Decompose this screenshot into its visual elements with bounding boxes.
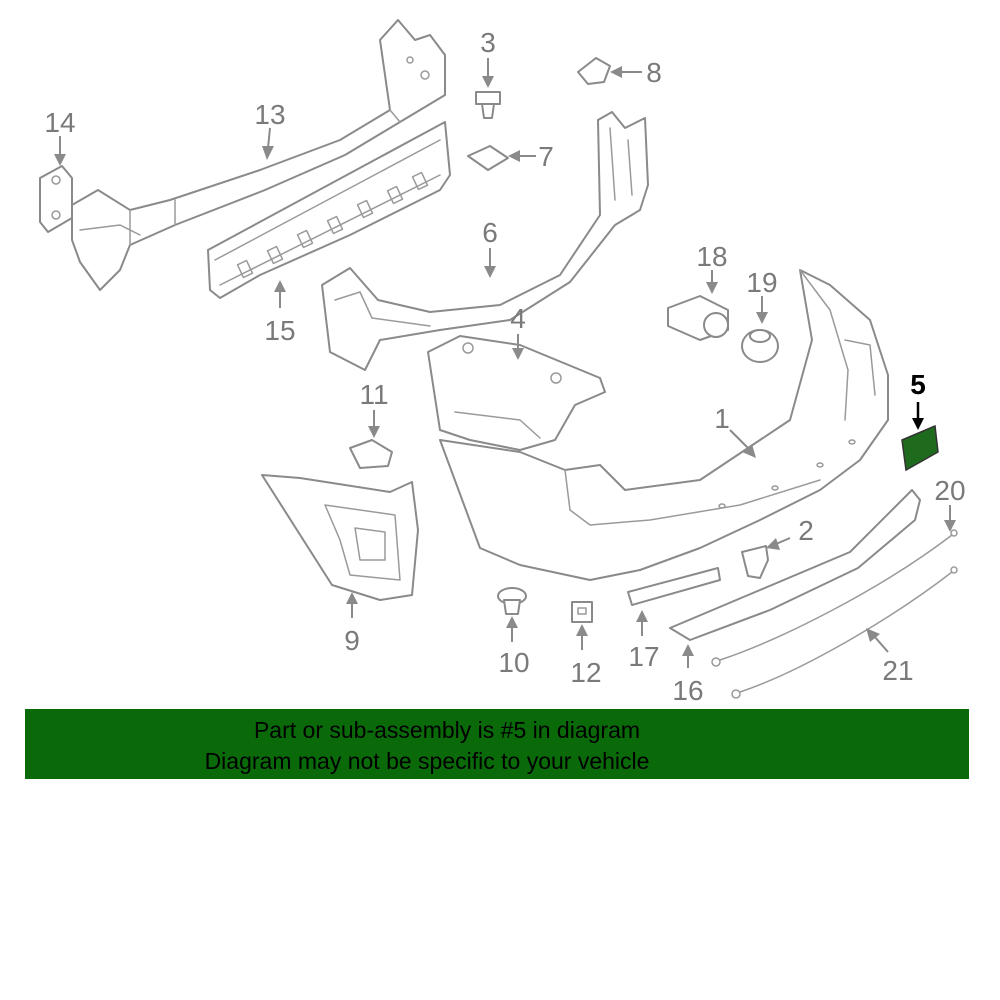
callout-19: 19 (746, 267, 777, 298)
part-18-parking-sensor (667, 295, 729, 341)
part-8-clip (577, 57, 611, 85)
part-16-lower-trim (669, 489, 921, 641)
callout-18: 18 (696, 241, 727, 272)
callout-9: 9 (344, 625, 360, 656)
callout-5-highlighted: 5 (910, 369, 926, 400)
callout-7: 7 (538, 141, 554, 172)
banner-line-disclaimer: Diagram may not be specific to your vehi… (204, 748, 650, 774)
part-14-bracket (39, 165, 73, 233)
banner-line-part-info: Part or sub-assembly is #5 in diagram (253, 717, 641, 743)
callout-13: 13 (254, 99, 285, 130)
callout-8: 8 (646, 57, 662, 88)
part-19-grommet (741, 329, 779, 363)
part-13-reinforcement-beam (71, 19, 446, 291)
part-3-clip (475, 91, 501, 119)
callout-labels: 14 13 3 8 7 6 15 18 19 4 11 1 5 20 2 9 1… (44, 27, 965, 706)
part-15-absorber-panel (207, 121, 451, 299)
part-5-highlighted-part (901, 424, 939, 472)
callout-4: 4 (510, 303, 526, 334)
callout-20: 20 (934, 475, 965, 506)
part-17-reflector (627, 567, 721, 606)
callout-3: 3 (480, 27, 496, 58)
part-4-side-bracket (427, 335, 606, 451)
callout-15: 15 (264, 315, 295, 346)
part-1-bumper-cover (439, 269, 889, 581)
callout-14: 14 (44, 107, 75, 138)
part-11-nut-clip (349, 439, 393, 469)
callout-12: 12 (570, 657, 601, 688)
callout-2: 2 (798, 515, 814, 546)
callout-10: 10 (498, 647, 529, 678)
callout-arrows (54, 58, 956, 668)
part-9-inner-bracket (261, 474, 419, 601)
part-10-bolt (497, 587, 527, 615)
callout-1: 1 (714, 403, 730, 434)
parts-diagram: 14 13 3 8 7 6 15 18 19 4 11 1 5 20 2 9 1… (39, 19, 966, 706)
part-6-support-bracket (321, 111, 649, 371)
callout-6: 6 (482, 217, 498, 248)
part-7-pad (467, 145, 509, 171)
part-2-retainer (741, 545, 769, 579)
callout-16: 16 (672, 675, 703, 706)
info-banner: Part or sub-assembly is #5 in diagram Di… (25, 709, 969, 779)
callout-17: 17 (628, 641, 659, 672)
part-21-wire-harness (731, 566, 958, 699)
callout-11: 11 (359, 379, 388, 410)
part-12-clip (571, 601, 593, 623)
part-20-wire-harness (711, 529, 958, 667)
callout-21: 21 (882, 655, 913, 686)
